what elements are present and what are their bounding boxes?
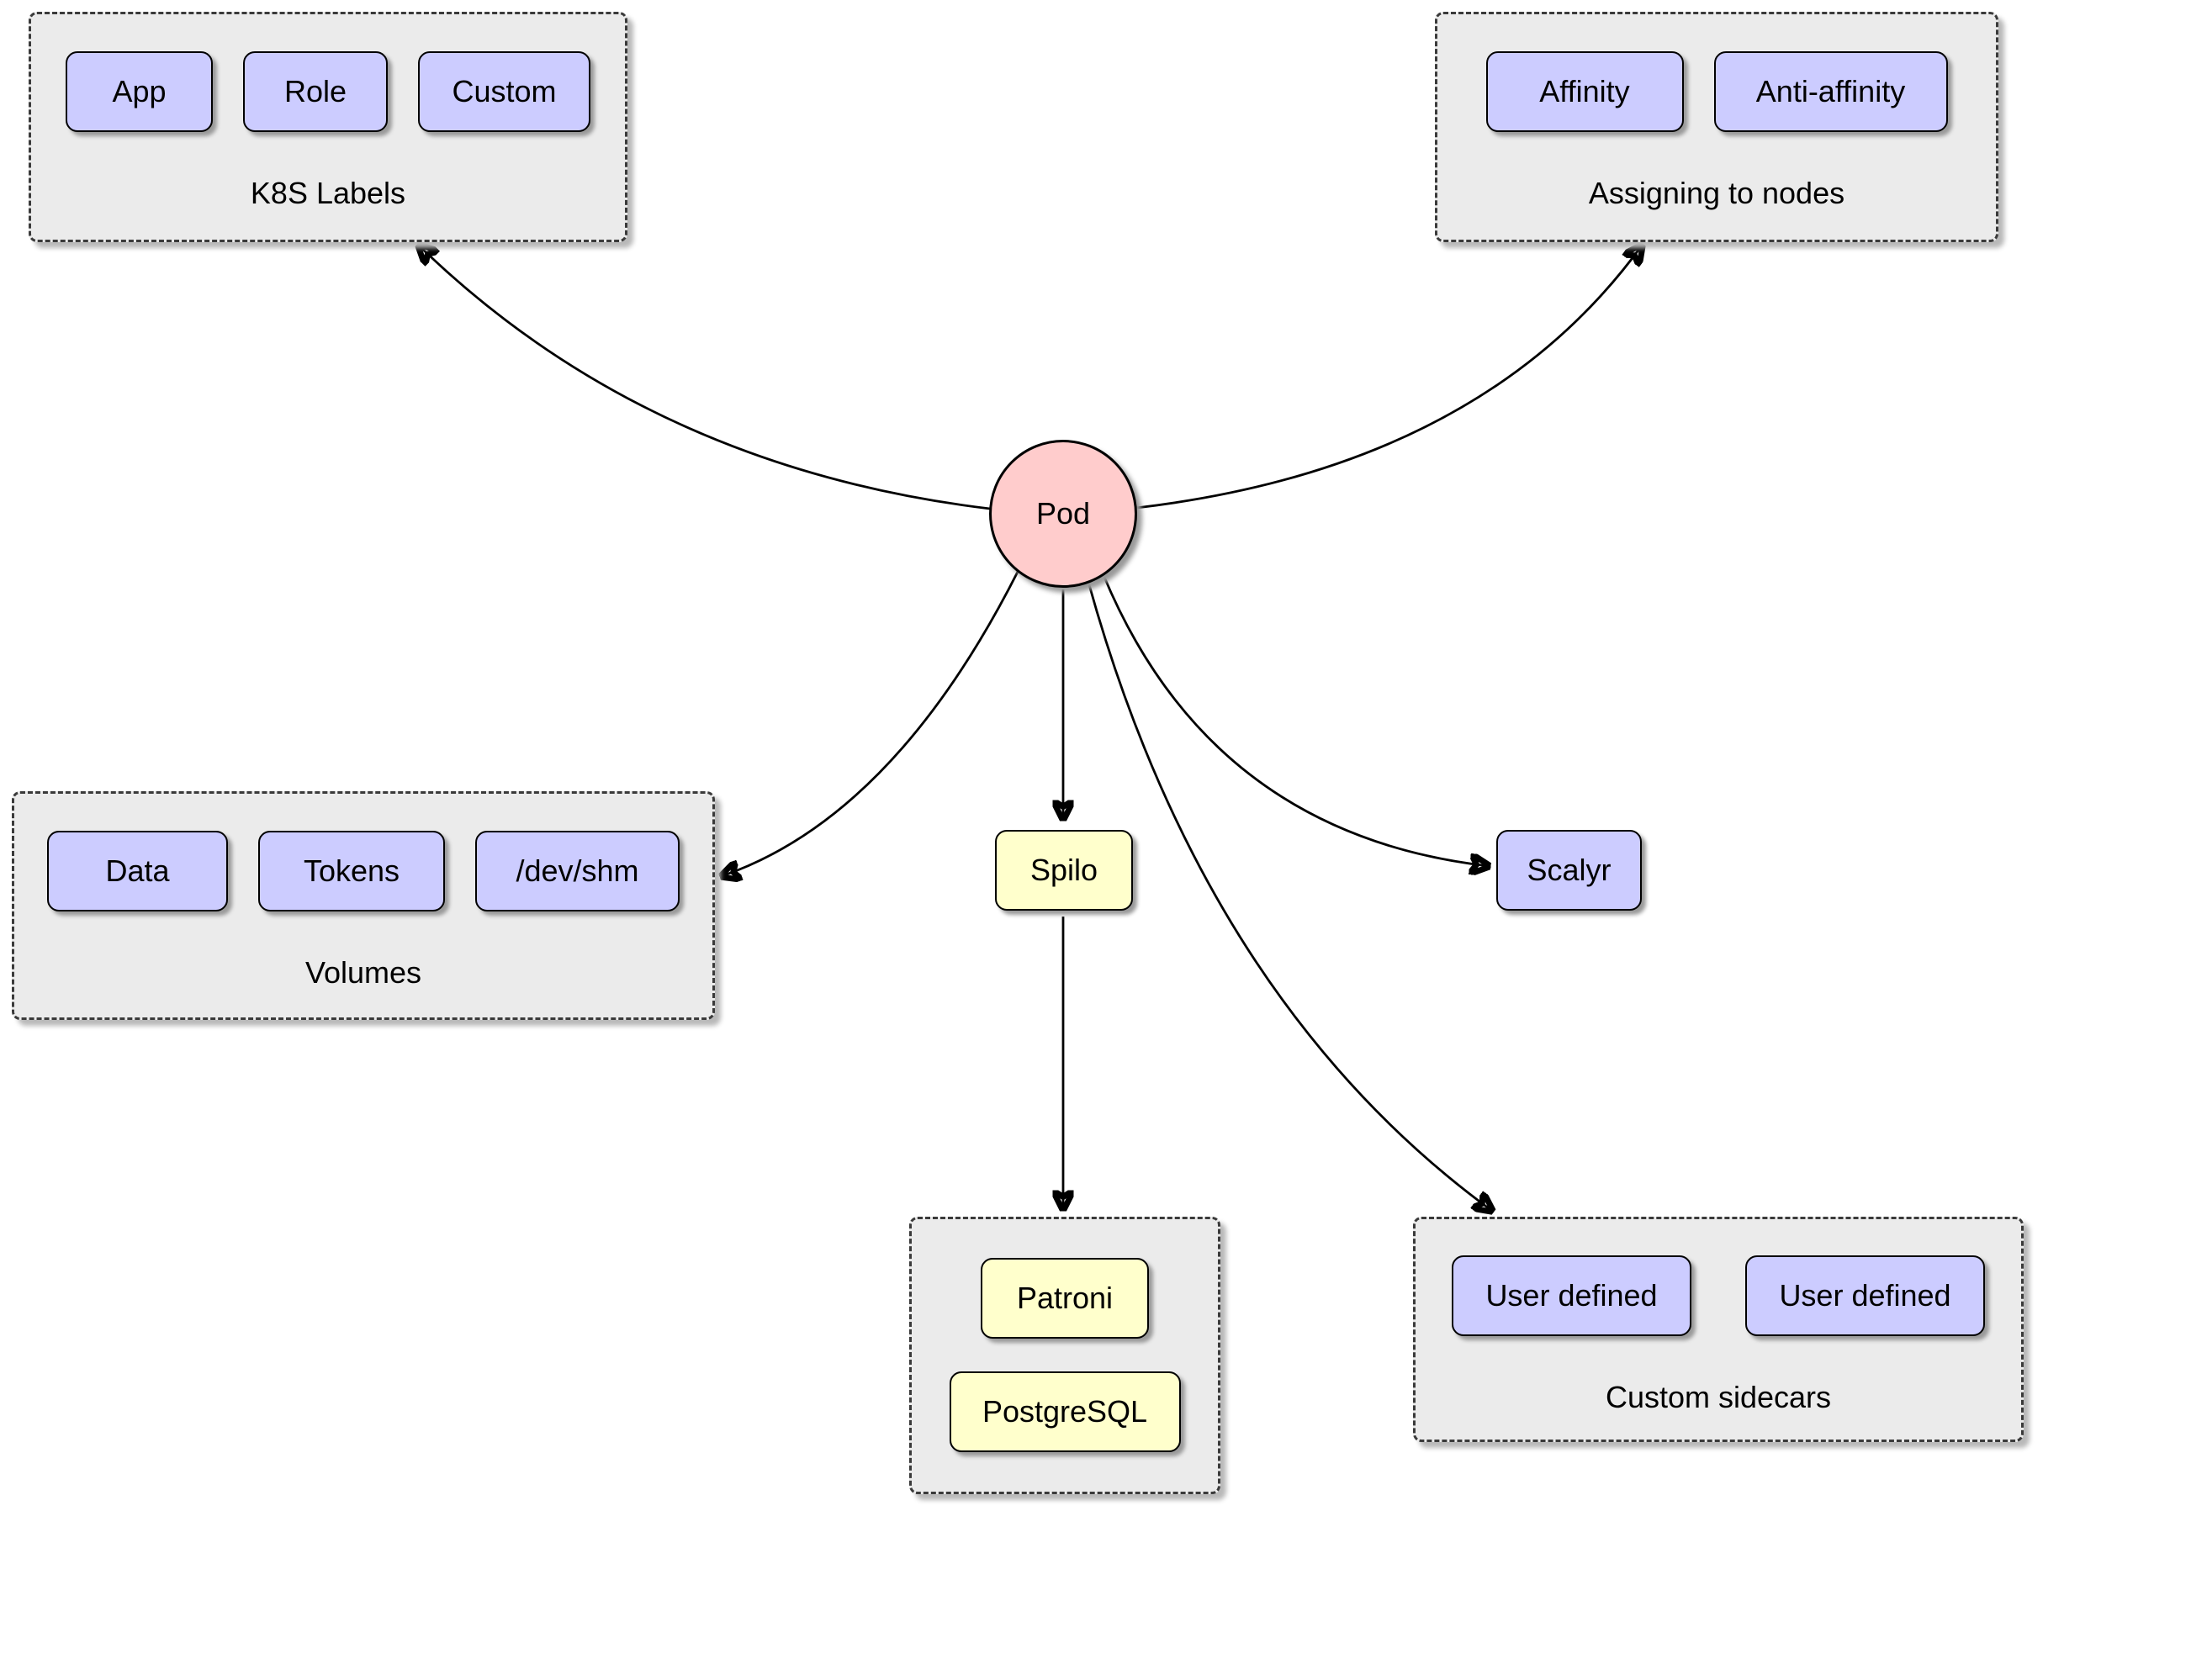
box-role: Role [243, 51, 388, 132]
edge-pod-scalyr [1102, 574, 1489, 866]
pod-node: Pod [989, 440, 1137, 588]
group-title-k8s-labels: K8S Labels [250, 176, 406, 210]
group-title-volumes: Volumes [304, 955, 422, 990]
edge-pod-k8s-labels [419, 246, 991, 510]
edge-pod-assigning-to-nodes [1135, 246, 1642, 510]
box-user-defined-1: User defined [1452, 1255, 1691, 1336]
scalyr-label: Scalyr [1527, 853, 1612, 887]
pod-label: Pod [1035, 496, 1091, 531]
spilo-node: Spilo [995, 830, 1133, 911]
box-postgresql: PostgreSQL [949, 1371, 1181, 1452]
box-affinity: Affinity [1485, 51, 1684, 132]
box-custom: Custom [418, 51, 590, 132]
k8s-labels-row: App Role Custom [66, 51, 590, 132]
group-custom-sidecars: User defined User defined Custom sidecar… [1413, 1217, 2024, 1442]
box-user-defined-2: User defined [1745, 1255, 1985, 1336]
spilo-label: Spilo [1029, 853, 1098, 887]
volumes-row: Data Tokens /dev/shm [47, 831, 680, 911]
group-title-custom-sidecars: Custom sidecars [1605, 1380, 1832, 1414]
spilo-containers-col: Patroni PostgreSQL [949, 1258, 1181, 1452]
group-assigning-to-nodes: Affinity Anti-affinity Assigning to node… [1435, 12, 1998, 242]
box-data: Data [47, 831, 228, 911]
custom-sidecars-row: User defined User defined [1452, 1255, 1985, 1336]
box-tokens: Tokens [258, 831, 445, 911]
scalyr-node: Scalyr [1496, 830, 1642, 911]
group-spilo-containers: Patroni PostgreSQL [909, 1217, 1220, 1494]
edge-pod-volumes [722, 571, 1019, 876]
edge-pod-custom-sidecars [1087, 581, 1492, 1211]
box-patroni: Patroni [981, 1258, 1149, 1339]
box-anti-affinity: Anti-affinity [1713, 51, 1948, 132]
group-volumes: Data Tokens /dev/shm Volumes [12, 791, 715, 1020]
box-app: App [66, 51, 213, 132]
group-k8s-labels: App Role Custom K8S Labels [29, 12, 627, 242]
group-title-assigning-to-nodes: Assigning to nodes [1588, 176, 1845, 210]
box-dev-shm: /dev/shm [475, 831, 680, 911]
assigning-row: Affinity Anti-affinity [1485, 51, 1948, 132]
